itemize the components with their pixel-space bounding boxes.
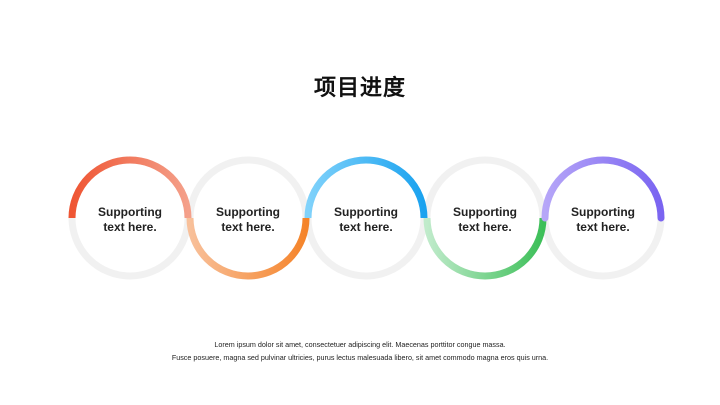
page-title: 项目进度 bbox=[313, 76, 406, 101]
progress-arc-4 bbox=[423, 217, 547, 280]
step-label-line: text here. bbox=[103, 220, 157, 234]
footer-text: Lorem ipsum dolor sit amet, consectetuer… bbox=[0, 338, 720, 364]
progress-arc-5 bbox=[541, 156, 665, 222]
step-label-line: Supporting bbox=[453, 205, 517, 219]
progress-arc-1 bbox=[68, 156, 192, 219]
progress-arc-2 bbox=[186, 217, 310, 280]
footer-line-2: Fusce posuere, magna sed pulvinar ultric… bbox=[171, 353, 549, 362]
step-label-line: Supporting bbox=[98, 205, 162, 219]
step-label-line: text here. bbox=[576, 220, 630, 234]
footer-line-1: Lorem ipsum dolor sit amet, consectetuer… bbox=[214, 340, 506, 349]
progress-arc-3 bbox=[304, 156, 428, 219]
step-label-line: Supporting bbox=[216, 205, 280, 219]
step-label-line: Supporting bbox=[334, 205, 398, 219]
step-label-line: Supporting bbox=[571, 205, 635, 219]
step-label-line: text here. bbox=[458, 220, 512, 234]
step-label-line: text here. bbox=[339, 220, 393, 234]
step-label-line: text here. bbox=[221, 220, 275, 234]
